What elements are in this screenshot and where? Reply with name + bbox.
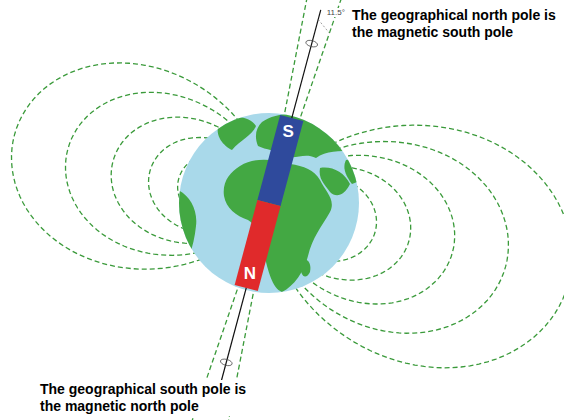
tilt-mark (318, 19, 329, 32)
pole-note: The geographical south pole is the magne… (38, 380, 252, 416)
rotation-symbol (220, 358, 233, 367)
earth-globe (170, 113, 362, 293)
bar-magnet (235, 115, 304, 291)
pole-letter: S (278, 122, 298, 142)
rotation-axis (216, 10, 329, 401)
continents (170, 114, 362, 292)
ocean (179, 113, 359, 293)
tilt-angle: 11.5° (326, 8, 346, 17)
field-lines (12, 0, 564, 420)
axis-line (216, 10, 321, 401)
pole-letter: N (240, 264, 260, 284)
rotation-symbol (305, 39, 318, 48)
magnet-north-half (235, 200, 281, 291)
magnet-south-half (257, 115, 303, 206)
pole-note: The geographical north pole is the magne… (350, 6, 559, 42)
